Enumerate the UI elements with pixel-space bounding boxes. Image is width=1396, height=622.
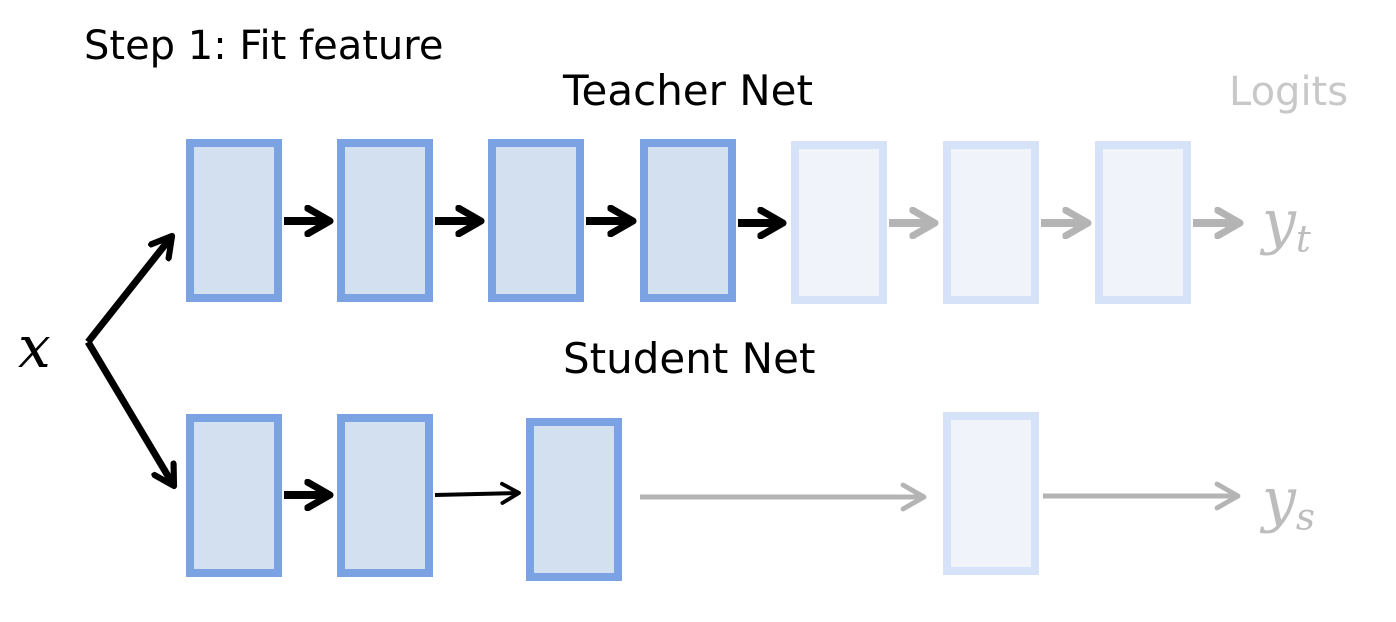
teacher-block-6 <box>943 141 1039 304</box>
student-block-1 <box>186 414 282 577</box>
student-output-var: y <box>1262 465 1296 535</box>
student-block-4 <box>943 412 1039 575</box>
teacher-block-7 <box>1095 141 1191 304</box>
input-arrow-to-teacher <box>85 236 172 345</box>
student-block-3 <box>526 418 622 581</box>
logits-label: Logits <box>1229 69 1349 115</box>
teacher-output-var: y <box>1262 187 1296 257</box>
teacher-block-2 <box>337 139 433 302</box>
teacher-block-3 <box>488 139 584 302</box>
teacher-output-label: yt <box>1262 192 1311 258</box>
student-title: Student Net <box>563 334 816 383</box>
input-x-label: x <box>18 313 51 381</box>
student-block-2 <box>337 414 433 577</box>
student-output-sub: s <box>1295 494 1315 539</box>
student-output-label: ys <box>1262 470 1315 536</box>
teacher-block-5 <box>791 141 887 304</box>
step-title: Step 1: Fit feature <box>84 23 444 69</box>
teacher-block-1 <box>186 139 282 302</box>
teacher-output-sub: t <box>1295 216 1311 261</box>
teacher-block-4 <box>640 139 736 302</box>
teacher-title: Teacher Net <box>563 66 813 115</box>
student-arrow-2 <box>434 481 521 505</box>
input-arrow-to-student <box>84 340 174 486</box>
